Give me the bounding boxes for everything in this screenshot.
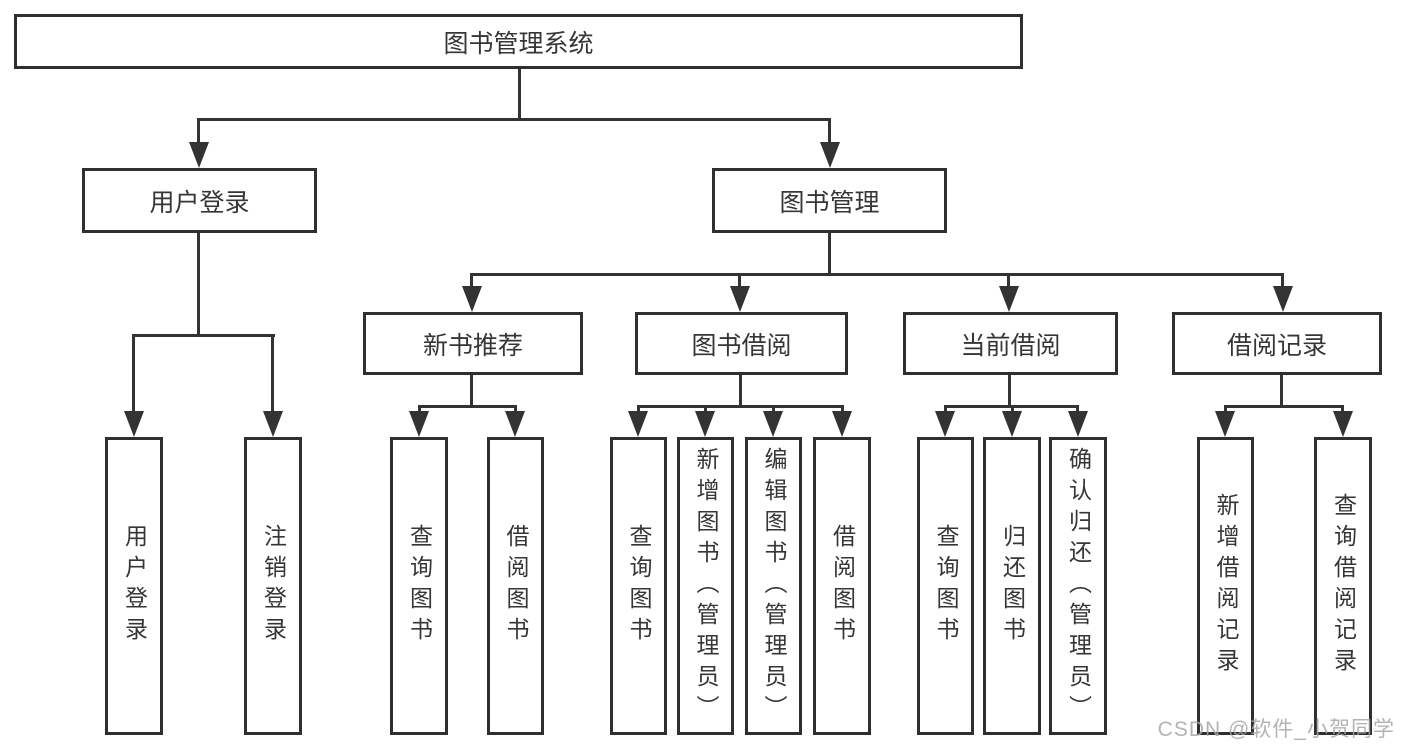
- module-node-borrowing-records: 借阅记录: [1172, 312, 1382, 375]
- connector-drop: [418, 405, 421, 413]
- connector-drop: [1011, 405, 1014, 413]
- leaf-node-add-books-admin: 新增图书（管理员）: [677, 437, 734, 735]
- arrowhead-icon: [695, 411, 715, 437]
- module-node-current-borrowing: 当前借阅: [903, 312, 1118, 375]
- connector-level2-rail: [197, 118, 831, 121]
- connector-drop: [1076, 405, 1079, 413]
- connector-drop-book-borrow: [738, 273, 741, 288]
- module-node-new-book-recommend: 新书推荐: [363, 312, 583, 375]
- connector-root-stem: [518, 69, 521, 121]
- arrowhead-icon: [409, 411, 429, 437]
- leaf-node-query-books-recommend: 查询图书: [390, 437, 448, 735]
- branch-node-book-management: 图书管理: [712, 168, 947, 233]
- connector-module4-stem: [1280, 375, 1283, 408]
- connector-drop-user-login: [197, 118, 200, 146]
- connector-drop-current-borrow: [1007, 273, 1010, 288]
- connector-drop: [637, 405, 640, 413]
- leaf-node-borrow-books: 借阅图书: [813, 437, 871, 735]
- arrowhead-icon: [189, 142, 209, 168]
- leaf-node-logout: 注销登录: [244, 437, 302, 735]
- connector-drop: [514, 405, 517, 413]
- leaf-node-add-borrow-record: 新增借阅记录: [1197, 437, 1254, 735]
- leaf-node-borrow-books-recommend: 借阅图书: [487, 437, 544, 735]
- arrowhead-icon: [462, 286, 482, 312]
- connector-drop-leaf-logout: [271, 334, 274, 412]
- connector-drop: [1224, 405, 1227, 413]
- connector-drop: [704, 405, 707, 413]
- connector-module2-stem: [739, 375, 742, 408]
- arrowhead-icon: [832, 411, 852, 437]
- connector-level3-rail: [470, 273, 1284, 276]
- arrowhead-icon: [505, 411, 525, 437]
- connector-module1-stem: [470, 375, 473, 408]
- arrowhead-icon: [124, 411, 144, 437]
- connector-drop: [841, 405, 844, 413]
- arrowhead-icon: [1273, 286, 1293, 312]
- leaf-node-return-books: 归还图书: [983, 437, 1041, 735]
- leaf-node-query-books-borrowing: 查询图书: [610, 437, 667, 735]
- arrowhead-icon: [935, 411, 955, 437]
- connector-module3-stem: [1008, 375, 1011, 408]
- branch-node-user-login: 用户登录: [82, 168, 317, 233]
- csdn-watermark: CSDN @软件_小贺同学: [1157, 718, 1395, 741]
- arrowhead-icon: [1215, 411, 1235, 437]
- connector-user-login-rail: [132, 334, 275, 337]
- arrowhead-icon: [763, 411, 783, 437]
- connector-drop-book-mgmt: [828, 118, 831, 146]
- arrowhead-icon: [628, 411, 648, 437]
- root-node-library-system: 图书管理系统: [14, 14, 1023, 69]
- arrowhead-icon: [263, 411, 283, 437]
- module-node-book-borrowing: 图书借阅: [635, 312, 848, 375]
- arrowhead-icon: [1002, 411, 1022, 437]
- connector-drop-leaf-login: [132, 334, 135, 412]
- connector-drop-borrow-records: [1281, 273, 1284, 288]
- connector-drop-new-books: [470, 273, 473, 288]
- connector-user-login-stem: [197, 233, 200, 337]
- arrowhead-icon: [1333, 411, 1353, 437]
- connector-drop: [944, 405, 947, 413]
- leaf-node-query-books-current: 查询图书: [917, 437, 974, 735]
- connector-module2-rail: [637, 405, 844, 408]
- leaf-node-edit-books-admin: 编辑图书（管理员）: [745, 437, 802, 735]
- connector-drop: [772, 405, 775, 413]
- connector-drop: [1341, 405, 1344, 413]
- connector-module1-rail: [418, 405, 517, 408]
- arrowhead-icon: [820, 142, 840, 168]
- connector-module4-rail: [1224, 405, 1344, 408]
- leaf-node-user-login: 用户登录: [105, 437, 163, 735]
- connector-book-mgmt-stem: [828, 233, 831, 276]
- leaf-node-confirm-return-admin: 确认归还（管理员）: [1049, 437, 1107, 735]
- arrowhead-icon: [730, 286, 750, 312]
- leaf-node-query-borrow-record: 查询借阅记录: [1314, 437, 1372, 735]
- arrowhead-icon: [999, 286, 1019, 312]
- arrowhead-icon: [1068, 411, 1088, 437]
